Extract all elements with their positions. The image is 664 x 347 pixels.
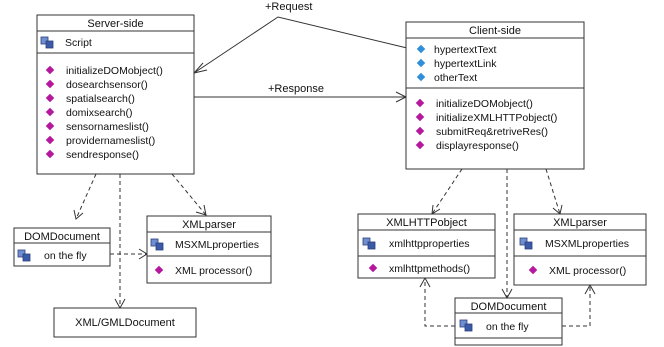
- xml-gml-document-class[interactable]: XML/GMLDocument: [53, 307, 197, 338]
- xmlparser-right-operation: XML processor(): [549, 265, 626, 277]
- dom-document-left-class[interactable]: DOMDocument on the fly: [13, 227, 111, 267]
- request-label: +Request: [265, 1, 312, 13]
- xmlhttp-attribute: xmlhttpproperties: [389, 238, 470, 250]
- server-to-dom-dependency: [75, 173, 97, 220]
- attribute: otherText: [434, 72, 477, 84]
- xmlparser-left-class[interactable]: XMLparser MSXMLproperties XML processor(…: [146, 215, 272, 284]
- operation: domixsearch(): [66, 107, 133, 119]
- attribute: hypertextText: [434, 44, 497, 56]
- client-side-class[interactable]: Client-side hypertextText hypertextLink …: [405, 21, 585, 170]
- operation: initializeDOMobject(): [436, 98, 533, 110]
- dom-document-bottom-class[interactable]: DOMDocument on the fly: [454, 297, 563, 346]
- xml-gml-document-title: XML/GMLDocument: [75, 317, 175, 329]
- xmlparser-right-class[interactable]: XMLparser MSXMLproperties XML processor(…: [513, 213, 647, 286]
- request-arrowhead: [192, 62, 208, 74]
- request-association: [193, 16, 408, 74]
- client-side-title: Client-side: [469, 25, 521, 37]
- server-side-class[interactable]: Server-side Script initializeDOMobject()…: [36, 14, 195, 175]
- operation: dosearchsensor(): [66, 79, 148, 91]
- client-to-xmlhttp-dependency: [431, 168, 463, 215]
- operation: displayresponse(): [436, 140, 519, 152]
- attribute: hypertextLink: [434, 58, 497, 70]
- server-to-dom-arrowhead: [73, 209, 84, 220]
- server-to-xmlparser-dependency: [171, 173, 207, 216]
- operation: spatialsearch(): [66, 93, 135, 105]
- operation: providernameslist(): [66, 135, 155, 147]
- dom-document-left-title: DOMDocument: [24, 231, 100, 243]
- dom-to-xmlparser-right-dependency: [562, 285, 591, 327]
- xmlparser-left-operation: XML processor(): [175, 265, 252, 277]
- dom-bottom-attribute: on the fly: [486, 321, 529, 333]
- dom-left-attribute: on the fly: [44, 250, 87, 262]
- client-to-xmlparser-dependency: [545, 168, 561, 215]
- xmlparser-right-attribute: MSXMLproperties: [545, 238, 629, 250]
- operation: sendresponse(): [66, 149, 139, 161]
- server-script-attribute: Script: [65, 37, 92, 49]
- xmlparser-right-title: XMLparser: [553, 217, 607, 229]
- xmlhttp-object-class[interactable]: XMLHTTPobject xmlhttpproperties xmlhttpm…: [357, 213, 496, 279]
- server-to-xmlparser-arrowhead: [195, 204, 207, 216]
- xmlparser-left-attribute: MSXMLproperties: [175, 239, 259, 251]
- response-label: +Response: [268, 83, 324, 95]
- server-side-title: Server-side: [87, 18, 143, 30]
- operation: submitReq&retriveRes(): [436, 126, 548, 138]
- xmlparser-left-title: XMLparser: [182, 219, 236, 231]
- dom-document-bottom-title: DOMDocument: [471, 301, 547, 313]
- operation: initializeXMLHTTPobject(): [436, 112, 557, 124]
- dom-to-xmlhttp-dependency: [424, 278, 455, 327]
- xmlhttp-object-title: XMLHTTPobject: [386, 217, 467, 229]
- operation: sensornameslist(): [66, 121, 149, 133]
- xmlhttp-operation: xmlhttpmethods(): [389, 263, 470, 275]
- operation: initializeDOMobject(): [66, 65, 163, 77]
- client-to-xmlparser-arrowhead: [552, 204, 563, 215]
